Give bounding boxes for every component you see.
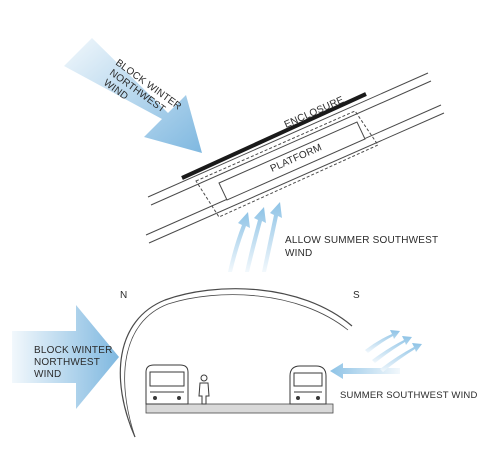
section-block-wind-label-2: NORTHWEST <box>34 357 100 368</box>
north-label: N <box>120 290 127 301</box>
enclosure-roof <box>181 92 367 180</box>
section-summer-wind-label: SUMMER SOUTHWEST WIND <box>340 390 478 401</box>
plan-summer-wind-arrows <box>228 202 282 272</box>
platform-rect <box>218 121 366 201</box>
south-label: S <box>353 290 360 301</box>
train-left <box>145 364 189 405</box>
section-block-wind-label-1: BLOCK WINTER <box>34 345 113 356</box>
ground-platform <box>145 403 334 414</box>
section-block-wind-label-3: WIND <box>34 369 61 380</box>
plan-winter-wind-arrow <box>64 38 202 153</box>
summer-wind-gusts <box>365 330 422 372</box>
section-winter-wind-arrow <box>12 305 119 409</box>
enclosure-dashed-outline <box>195 110 379 218</box>
plan-allow-wind-label-1: ALLOW SUMMER SOUTHWEST <box>285 235 438 246</box>
person-figure <box>198 374 210 405</box>
plan-allow-wind-label-2: WIND <box>285 248 312 259</box>
section-summer-wind-arrow <box>330 363 400 379</box>
enclosure-label: ENCLOSURE <box>283 95 346 131</box>
train-right <box>289 365 327 405</box>
canopy-curve <box>119 288 353 438</box>
